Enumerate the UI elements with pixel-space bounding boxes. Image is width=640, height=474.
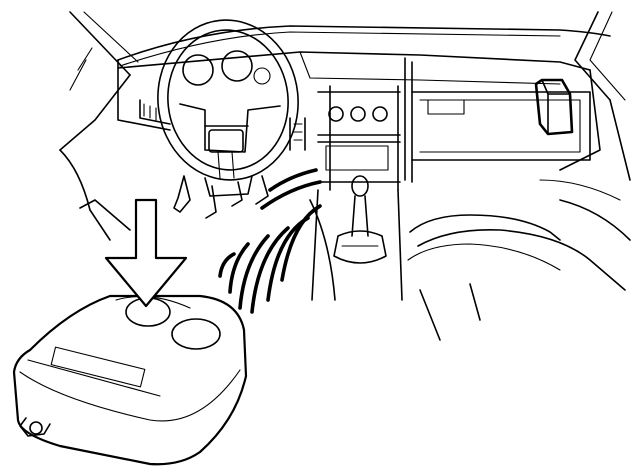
signal-waves-icon: [218, 168, 322, 314]
windshield-frame: [59, 11, 631, 181]
pedals: [173, 175, 269, 219]
steering-wheel: [157, 19, 299, 197]
seats: [59, 149, 631, 341]
down-arrow-icon: [104, 198, 188, 308]
dashboard: [117, 51, 601, 191]
key-fob-icon: [12, 294, 248, 466]
center-console: [309, 175, 403, 301]
receiver-module-icon: [534, 78, 574, 136]
